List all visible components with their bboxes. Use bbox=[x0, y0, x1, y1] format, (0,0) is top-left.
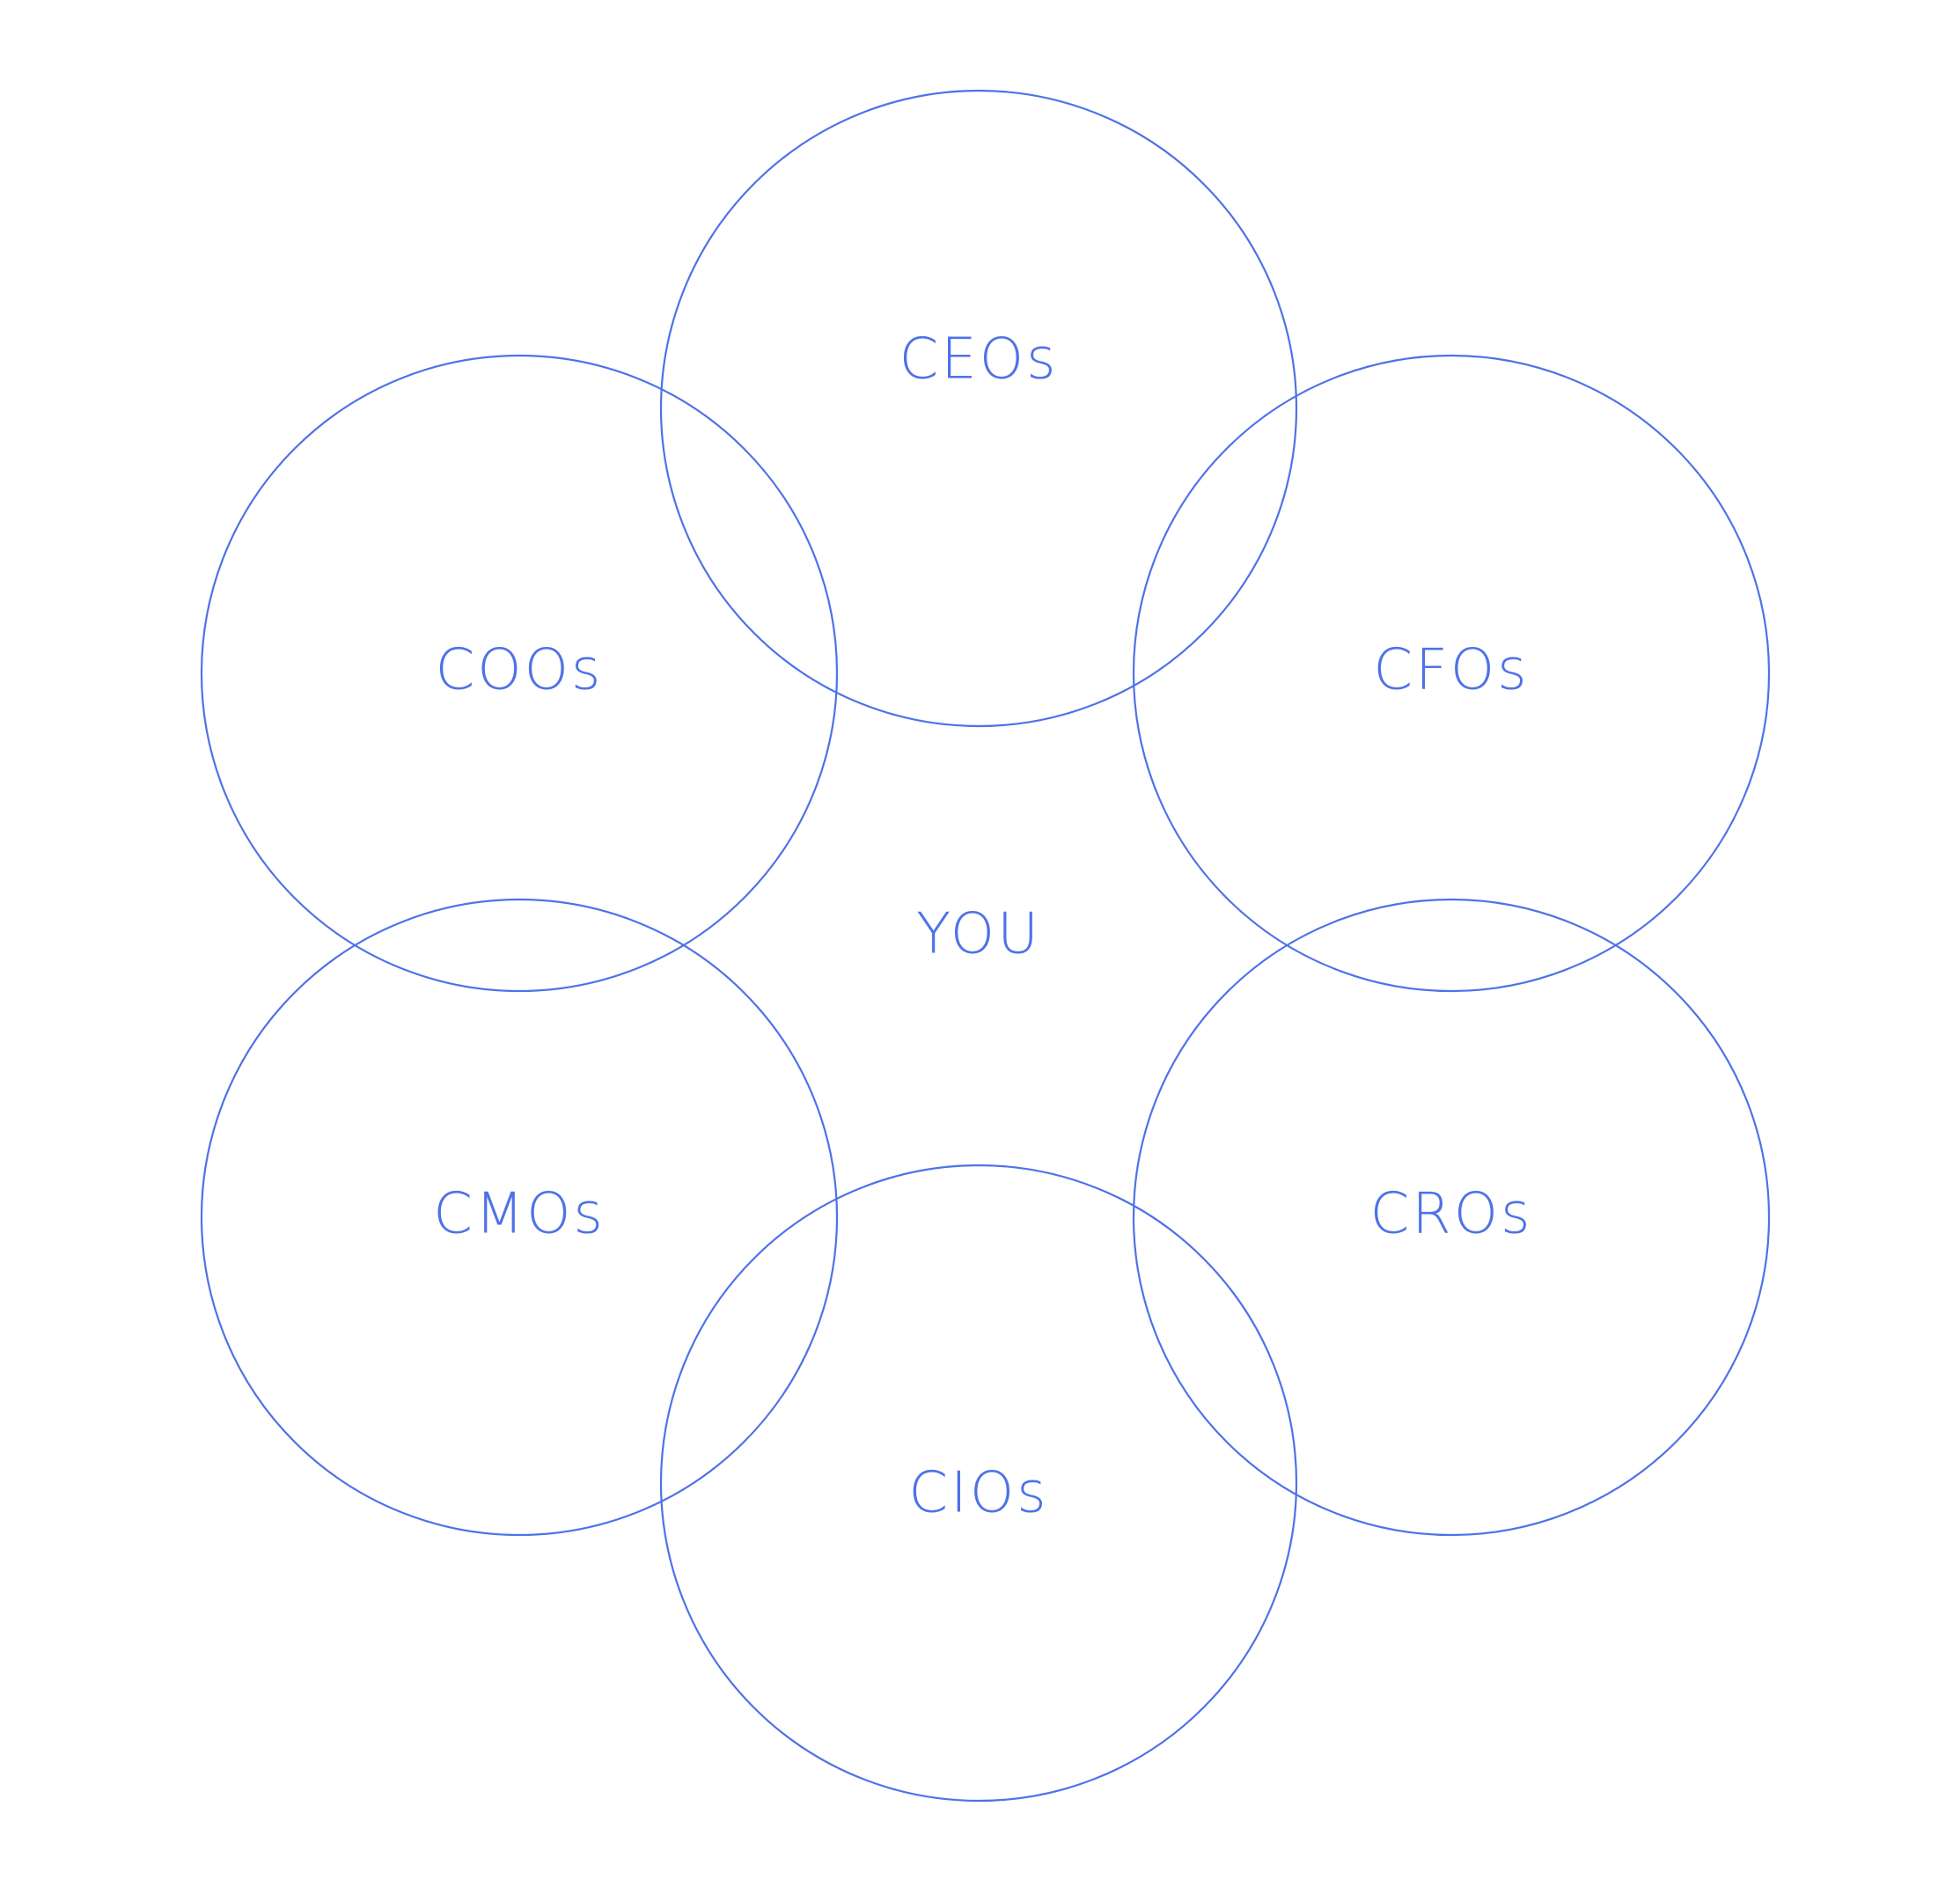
node-label-cios: CIOs bbox=[908, 1461, 1048, 1526]
coo-circle bbox=[200, 354, 839, 993]
label-group: CEOs COOs CFOs CMOs CROs CIOs YOU bbox=[433, 327, 1533, 1526]
cio-circle bbox=[659, 1164, 1298, 1803]
node-label-coos: COOs bbox=[436, 638, 604, 703]
node-label-cros: CROs bbox=[1370, 1182, 1533, 1247]
cmo-circle bbox=[200, 898, 839, 1537]
center-label-you: YOU bbox=[916, 902, 1041, 967]
node-label-cfos: CFOs bbox=[1373, 638, 1529, 703]
cro-circle bbox=[1132, 898, 1771, 1537]
ceo-circle bbox=[659, 89, 1298, 728]
node-label-cmos: CMOs bbox=[433, 1182, 606, 1247]
cfo-circle bbox=[1132, 354, 1771, 993]
circle-group bbox=[200, 89, 1771, 1803]
node-label-ceos: CEOs bbox=[899, 327, 1059, 393]
